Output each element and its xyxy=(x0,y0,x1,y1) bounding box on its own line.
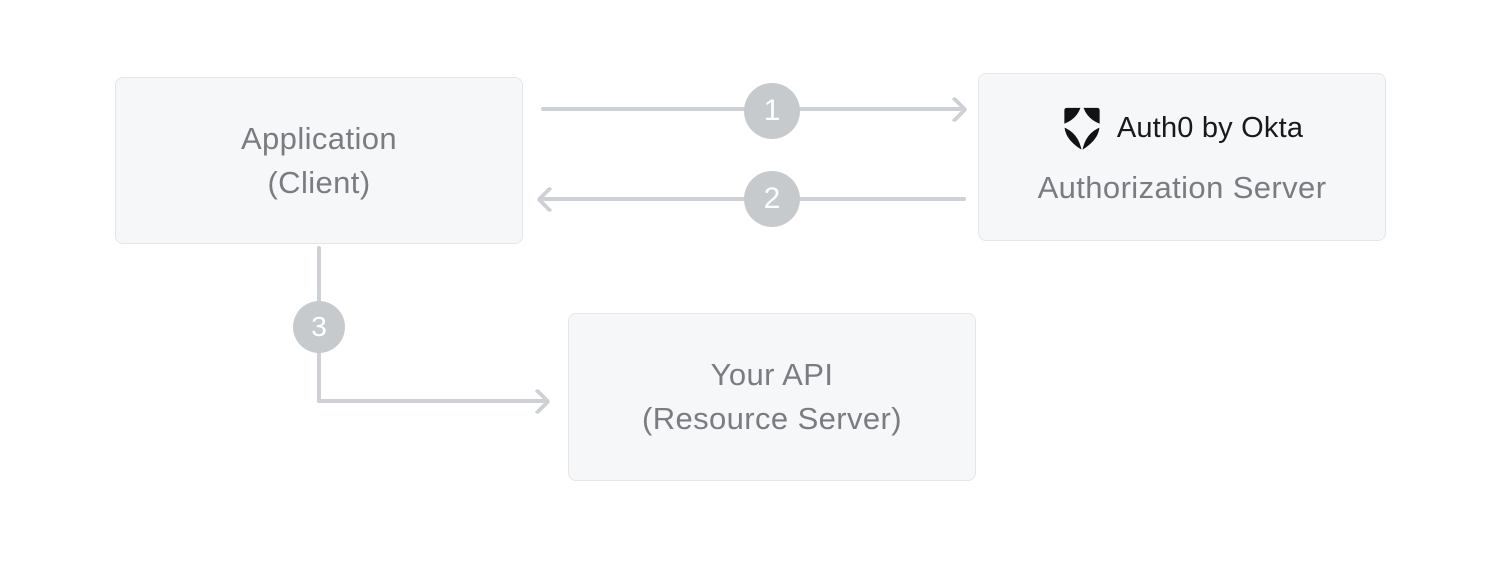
auth0-brand-row: Auth0 by Okta xyxy=(1060,104,1304,152)
arrow-3-horizontal-line xyxy=(317,399,545,403)
node-your-api-title: Your API xyxy=(710,357,834,392)
node-application-subtitle: (Client) xyxy=(267,164,371,200)
arrow-1-right-arrowhead-icon xyxy=(941,96,968,123)
auth0-brand-text: Auth0 by Okta xyxy=(1116,112,1304,144)
auth0-shield-icon xyxy=(1060,104,1103,152)
node-application-client: Application (Client) xyxy=(115,77,523,244)
arrow-3-right-arrowhead-icon xyxy=(524,388,551,415)
step-badge-3: 3 xyxy=(293,301,345,353)
node-your-api-subtitle: (Resource Server) xyxy=(641,401,903,436)
node-authorization-server: Auth0 by Okta Authorization Server xyxy=(978,73,1386,241)
node-application-title: Application xyxy=(240,120,398,156)
step-badge-1: 1 xyxy=(744,83,800,139)
arrow-2-left-arrowhead-icon xyxy=(536,186,563,213)
step-badge-2: 2 xyxy=(744,171,800,227)
node-your-api: Your API (Resource Server) xyxy=(568,313,976,481)
node-authorization-server-title: Authorization Server xyxy=(1037,169,1327,205)
